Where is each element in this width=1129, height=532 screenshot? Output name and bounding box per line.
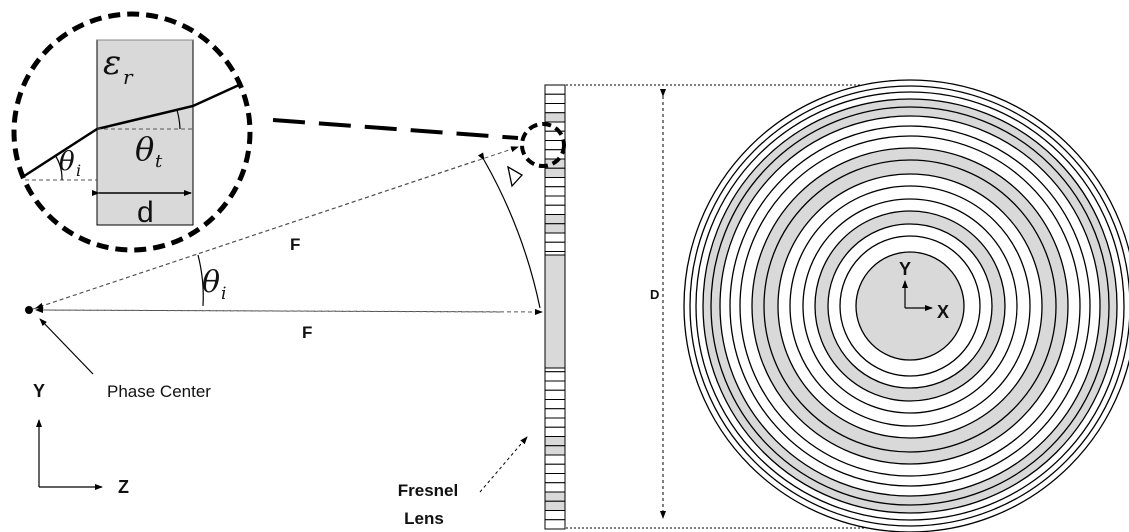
lens-cell — [544, 84, 566, 95]
theta-t-subscript: t — [155, 151, 163, 172]
axis-ray-back — [35, 307, 501, 314]
lens-cell — [544, 519, 566, 530]
lens-cell — [544, 112, 566, 123]
theta-i-arc — [54, 154, 63, 181]
lens-cell — [544, 408, 566, 419]
y-axis-label-left: Y — [33, 381, 45, 401]
refracted-ray — [17, 78, 250, 182]
f-label-axis: F — [302, 323, 312, 342]
d-dimension-label: D — [650, 287, 659, 302]
inset-border — [11, 11, 253, 253]
lens-cell — [544, 436, 566, 447]
xy-axes: Y X — [899, 259, 949, 322]
ray-to-lens-edge-back — [35, 160, 476, 309]
delta-marker — [507, 165, 524, 188]
lens-cell — [544, 389, 566, 400]
zoom-target-circle — [520, 122, 566, 168]
lens-cell — [544, 223, 566, 234]
fresnel-label-line2: Lens — [404, 509, 444, 528]
lens-cell — [544, 454, 566, 465]
lens-cell — [544, 473, 566, 484]
lens-cell — [544, 491, 566, 502]
lens-cell — [544, 371, 566, 382]
lens-cell — [544, 399, 566, 410]
fresnel-pointer — [479, 436, 528, 493]
lens-cell — [544, 214, 566, 225]
theta-t-symbol: θ — [135, 130, 154, 168]
phase-center-pointer — [39, 318, 94, 375]
x-axis-label: X — [937, 302, 949, 322]
z-axis-label: Z — [118, 477, 129, 497]
lens-cell — [544, 232, 566, 243]
lens-cell — [544, 482, 566, 493]
theta-i-main-subscript: i — [221, 284, 226, 304]
zone-plate-center — [855, 251, 965, 361]
theta-t-arc — [176, 109, 181, 130]
diameter-dimension: D — [566, 84, 915, 529]
lens-cell — [544, 510, 566, 521]
phase-center-dot — [25, 306, 33, 314]
lens-cell — [544, 204, 566, 215]
lens-center-zone — [544, 254, 566, 369]
f-label-slant: F — [290, 235, 300, 254]
lens-cell — [544, 167, 566, 178]
theta-i-arc-main — [197, 254, 204, 307]
theta-i-main-symbol: θ — [202, 265, 220, 300]
lens-cell — [544, 417, 566, 428]
lens-cell — [544, 463, 566, 474]
lens-cell — [544, 241, 566, 252]
zoom-connector — [272, 118, 519, 140]
lens-cell — [544, 186, 566, 197]
zoom-inset: ε r θ t θ i d — [11, 11, 253, 253]
theta-i-inset-subscript: i — [76, 161, 81, 180]
epsilon-subscript: r — [123, 65, 134, 89]
focal-arc — [477, 152, 541, 309]
lens-cell — [544, 195, 566, 206]
lens-cell — [544, 445, 566, 456]
lens-cell — [544, 500, 566, 511]
yz-axes: Y Z — [33, 381, 129, 497]
lens-cell — [544, 103, 566, 114]
lens-cell — [544, 93, 566, 104]
lens-cell — [544, 177, 566, 188]
y-axis-label-right: Y — [899, 259, 911, 279]
phase-center-label: Phase Center — [107, 382, 211, 401]
lens-cell — [544, 426, 566, 437]
theta-i-inset-symbol: θ — [59, 147, 75, 177]
ray-geometry — [25, 146, 543, 493]
fresnel-lens-strip — [544, 84, 566, 530]
lens-cell — [544, 380, 566, 391]
fresnel-label-line1: Fresnel — [398, 481, 458, 500]
zone-plate — [683, 79, 1129, 532]
epsilon-symbol: ε — [103, 43, 121, 83]
d-thickness-label: d — [137, 196, 154, 229]
